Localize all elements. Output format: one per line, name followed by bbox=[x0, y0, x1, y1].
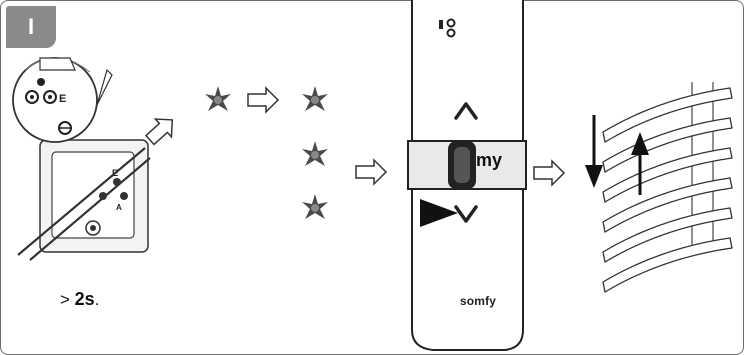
down-button-icon[interactable] bbox=[454, 205, 478, 223]
step-badge: I bbox=[6, 6, 56, 48]
arrow-right-icon bbox=[247, 87, 279, 113]
up-button-icon[interactable] bbox=[454, 102, 478, 120]
duration-prefix: > bbox=[60, 290, 75, 309]
remote-control bbox=[407, 0, 527, 351]
led-blink-3-icon bbox=[302, 194, 328, 219]
led-blink-1-icon bbox=[302, 86, 328, 111]
remote-brand-logo: somfy bbox=[459, 294, 497, 308]
venetian-blind-icon bbox=[602, 82, 733, 294]
svg-text:E: E bbox=[59, 93, 66, 105]
down-arrow-icon bbox=[585, 115, 603, 188]
motor-head-illustration: E A E bbox=[12, 57, 151, 261]
duration-value: 2s bbox=[74, 289, 95, 309]
press-indicator-icon bbox=[420, 199, 458, 227]
press-duration: > 2s. bbox=[60, 289, 99, 310]
arrow-right-icon bbox=[355, 159, 387, 185]
led-blink-icon bbox=[205, 86, 231, 111]
led-blink-2-icon bbox=[302, 141, 328, 166]
my-button-label[interactable]: my bbox=[476, 150, 503, 170]
svg-text:A: A bbox=[116, 203, 122, 212]
duration-suffix: . bbox=[94, 290, 100, 309]
up-arrow-icon bbox=[631, 132, 649, 195]
arrow-right-icon bbox=[533, 160, 565, 186]
step-label: I bbox=[27, 14, 35, 39]
